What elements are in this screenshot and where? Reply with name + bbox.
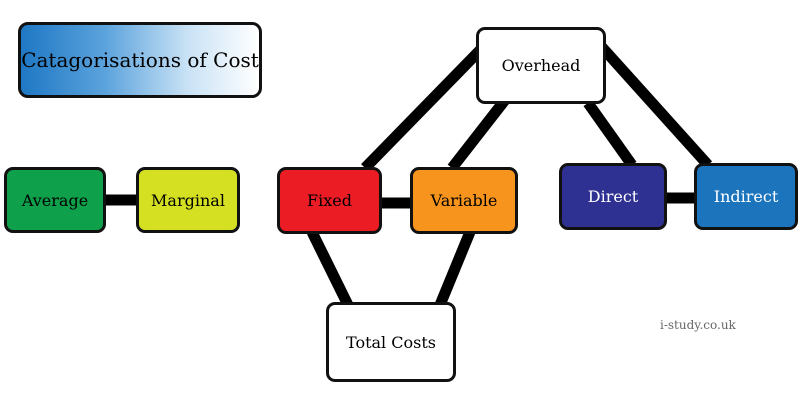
connector-fixed-total bbox=[307, 229, 353, 308]
diagram-title: Catagorisations of Cost bbox=[18, 22, 262, 98]
node-overhead: Overhead bbox=[476, 27, 606, 104]
site-credit: i-study.co.uk bbox=[660, 318, 736, 332]
connector-variable-total bbox=[434, 229, 476, 308]
node-fixed: Fixed bbox=[277, 167, 382, 234]
connector-overhead-indirect bbox=[595, 41, 713, 169]
node-marginal: Marginal bbox=[136, 167, 240, 233]
node-direct: Direct bbox=[559, 163, 667, 230]
node-total-costs: Total Costs bbox=[326, 302, 456, 382]
connector-fixed-overhead bbox=[361, 36, 494, 172]
node-average: Average bbox=[4, 167, 106, 233]
connector-variable-overhead bbox=[447, 96, 510, 172]
node-indirect: Indirect bbox=[694, 163, 798, 230]
connector-overhead-direct bbox=[583, 99, 637, 169]
node-variable: Variable bbox=[410, 167, 518, 234]
